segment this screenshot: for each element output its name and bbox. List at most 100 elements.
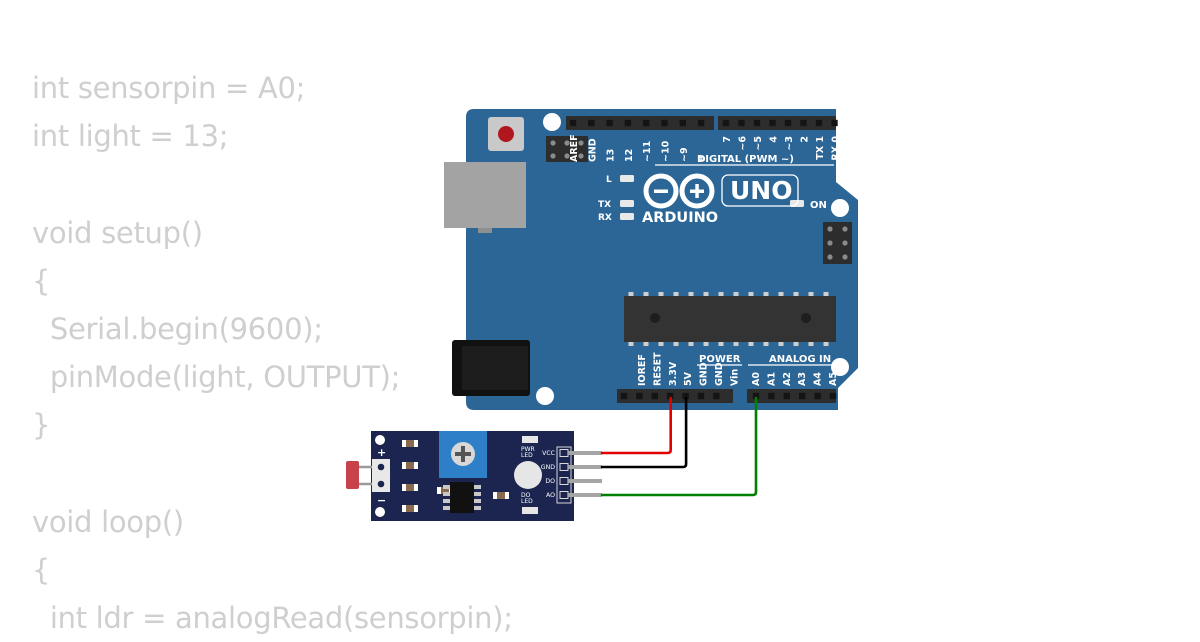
digital-header-label: DIGITAL (PWM ~) <box>697 154 794 165</box>
code-line: int ldr = analogRead(sensorpin); <box>32 601 513 636</box>
pin-label: RX 0 <box>831 136 842 161</box>
usb-connector-edge <box>478 228 492 233</box>
pin-label: 7 <box>722 136 733 143</box>
photoresistor-icon[interactable] <box>346 461 359 489</box>
pin-label: GND <box>587 138 598 162</box>
code-line: void loop() <box>32 504 184 539</box>
header-pin[interactable] <box>799 392 806 400</box>
wire-ao-to-a0[interactable] <box>600 396 758 497</box>
sensor-pin-label: GND <box>541 464 555 471</box>
mounting-hole <box>375 435 385 445</box>
header-pin[interactable] <box>651 392 658 400</box>
pin-label: 13 <box>606 149 617 162</box>
ldr-terminal <box>372 459 390 492</box>
dc-barrel-jack-face <box>462 346 528 390</box>
header-pin[interactable] <box>800 119 807 127</box>
led-rx <box>620 213 634 220</box>
do-led-label-line1: DO <box>521 492 531 499</box>
code-line: Serial.begin(9600); <box>32 311 323 346</box>
led-tx <box>620 200 634 207</box>
code-line: { <box>32 552 51 587</box>
header-pin[interactable] <box>620 392 628 400</box>
header-pin[interactable] <box>784 119 792 127</box>
pin-label: ~9 <box>679 147 690 162</box>
pin-label: RESET <box>652 352 663 386</box>
sensor-pin-lead[interactable] <box>568 493 602 497</box>
header-pin[interactable] <box>697 119 705 127</box>
pin-label: A1 <box>766 372 777 386</box>
sensor-pin-lead[interactable] <box>568 451 602 455</box>
smd-resistors <box>402 440 509 512</box>
pin-label: GND <box>699 362 710 386</box>
header-pin[interactable] <box>643 119 650 127</box>
sensor-pin-label: AO <box>546 492 555 499</box>
header-pin[interactable] <box>679 119 686 127</box>
reset-button-cap[interactable] <box>498 126 514 142</box>
mounting-hole <box>831 358 849 376</box>
pwr-led-label-line2: LED <box>521 452 533 459</box>
analog-header <box>747 389 836 403</box>
led-tx-label: TX <box>598 200 611 210</box>
mounting-hole <box>375 507 385 517</box>
wire-vcc-to-5v[interactable] <box>600 396 672 455</box>
header-pin[interactable] <box>722 119 730 127</box>
header-pin[interactable] <box>814 392 821 400</box>
header-pin[interactable] <box>682 392 689 400</box>
header-pin[interactable] <box>588 119 595 127</box>
header-pin[interactable] <box>569 119 577 127</box>
analog-header-label: ANALOG IN <box>769 354 831 365</box>
header-pin[interactable] <box>829 392 837 400</box>
led-l <box>620 175 634 182</box>
code-line: int sensorpin = A0; <box>32 71 306 105</box>
header-pin[interactable] <box>713 392 720 400</box>
header-pin[interactable] <box>697 392 705 400</box>
sensor-pin-pad <box>559 449 569 457</box>
pin-label: A4 <box>813 372 824 386</box>
header-pin[interactable] <box>815 119 823 127</box>
header-pin[interactable] <box>606 119 613 127</box>
power-header-label: POWER <box>699 354 741 365</box>
ldr-sensor-module[interactable]: + − PWR LED DO <box>346 431 602 521</box>
header-pin[interactable] <box>624 119 632 127</box>
wire-gnd-to-gnd[interactable] <box>600 396 688 469</box>
minus-label: − <box>377 494 386 507</box>
mounting-hole <box>831 199 849 217</box>
pin-label: GND <box>714 362 725 386</box>
pin-label: 8 <box>697 155 708 162</box>
pin-label: A2 <box>782 372 793 386</box>
plus-label: + <box>377 446 386 459</box>
header-pin[interactable] <box>753 119 761 127</box>
led-on-label: ON <box>810 200 827 211</box>
model-label: UNO <box>730 176 792 205</box>
header-pin[interactable] <box>667 392 674 400</box>
sensor-pin-lead[interactable] <box>568 465 602 469</box>
sensor-pin-label: VCC <box>542 450 555 457</box>
header-pin[interactable] <box>636 392 643 400</box>
header-pin[interactable] <box>768 392 775 400</box>
pin-label: 4 <box>769 136 780 143</box>
pin-label: A3 <box>797 372 808 386</box>
pin-label: AREF <box>569 134 580 162</box>
mounting-hole <box>536 387 554 405</box>
header-pin[interactable] <box>831 119 838 127</box>
pin-label: 12 <box>624 149 635 162</box>
potentiometer-icon[interactable] <box>439 431 487 478</box>
analog-pin-holes <box>752 392 837 400</box>
header-pin[interactable] <box>752 392 760 400</box>
usb-connector <box>444 162 526 228</box>
code-line: pinMode(light, OUTPUT); <box>32 360 401 395</box>
pwr-led-label-line1: PWR <box>521 446 535 453</box>
pin-label: ~6 <box>738 136 749 151</box>
icsp-header-right <box>823 222 852 264</box>
header-pin[interactable] <box>783 392 790 400</box>
header-pin[interactable] <box>738 119 745 127</box>
header-pin[interactable] <box>661 119 668 127</box>
wires <box>600 396 758 497</box>
pin-label: ~11 <box>642 141 653 162</box>
sensor-pin-lead[interactable] <box>568 479 602 483</box>
header-pin[interactable] <box>769 119 776 127</box>
